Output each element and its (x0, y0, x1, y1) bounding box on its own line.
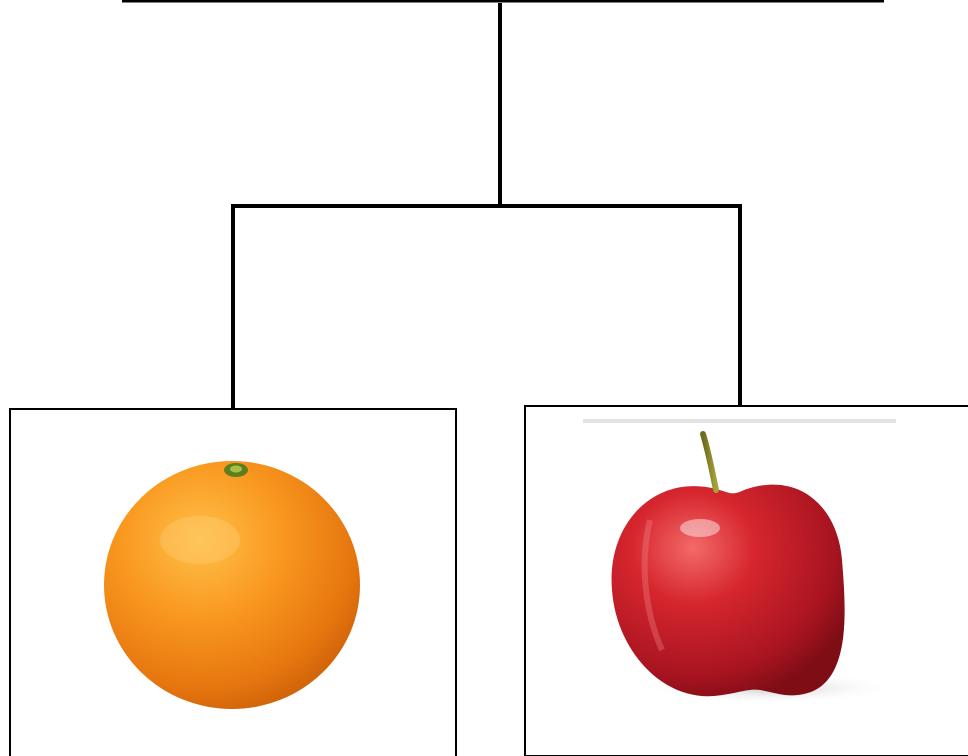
orange-fruit-icon (104, 461, 360, 709)
apple-node (525, 406, 968, 756)
orange-node (10, 409, 456, 756)
connector-lines (122, 1, 884, 409)
